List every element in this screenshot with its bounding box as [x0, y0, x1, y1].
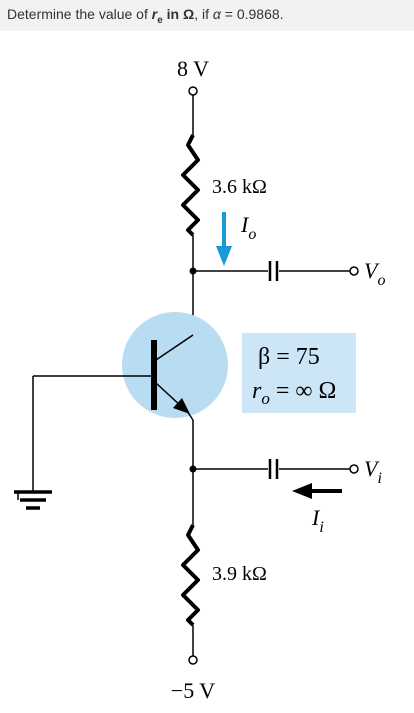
vee-terminal	[188, 655, 198, 665]
transistor-collector-lead	[155, 334, 194, 361]
question-prefix: Determine the value of	[7, 6, 152, 22]
transistor-emitter-arrow	[173, 398, 190, 414]
transistor-highlight	[122, 312, 228, 418]
question-bar: Determine the value of re in Ω, if α = 0…	[0, 0, 414, 31]
vi-terminal	[349, 464, 359, 474]
ro-label: ro = ∞ Ω	[252, 378, 336, 408]
question-suffix: , if	[194, 6, 213, 22]
vo-terminal	[349, 266, 359, 276]
io-arrow-head	[216, 246, 232, 266]
rc-label: 3.6 kΩ	[212, 176, 267, 198]
question-unit: in Ω	[162, 6, 195, 22]
question-text: Determine the value of re in Ω, if α = 0…	[7, 6, 284, 26]
emitter-lead-end	[186, 410, 194, 421]
parameter-box	[242, 333, 356, 413]
vo-label: Vo	[364, 258, 385, 289]
ii-label: Ii	[311, 505, 324, 536]
question-alpha-value: = 0.9868.	[220, 6, 284, 22]
vcc-terminal	[188, 86, 198, 96]
io-label: Io	[240, 212, 256, 243]
re-resistor	[181, 524, 200, 627]
question-re-symbol: re	[151, 6, 163, 26]
vcc-label: 8 V	[177, 56, 209, 81]
rc-resistor	[181, 134, 200, 237]
re-label: 3.9 kΩ	[212, 563, 267, 585]
vee-label: −5 V	[171, 678, 216, 703]
question-alpha: α	[212, 6, 221, 22]
vi-label: Vi	[364, 456, 382, 487]
beta-label: β = 75	[258, 344, 320, 370]
ii-arrow-head	[292, 483, 312, 499]
